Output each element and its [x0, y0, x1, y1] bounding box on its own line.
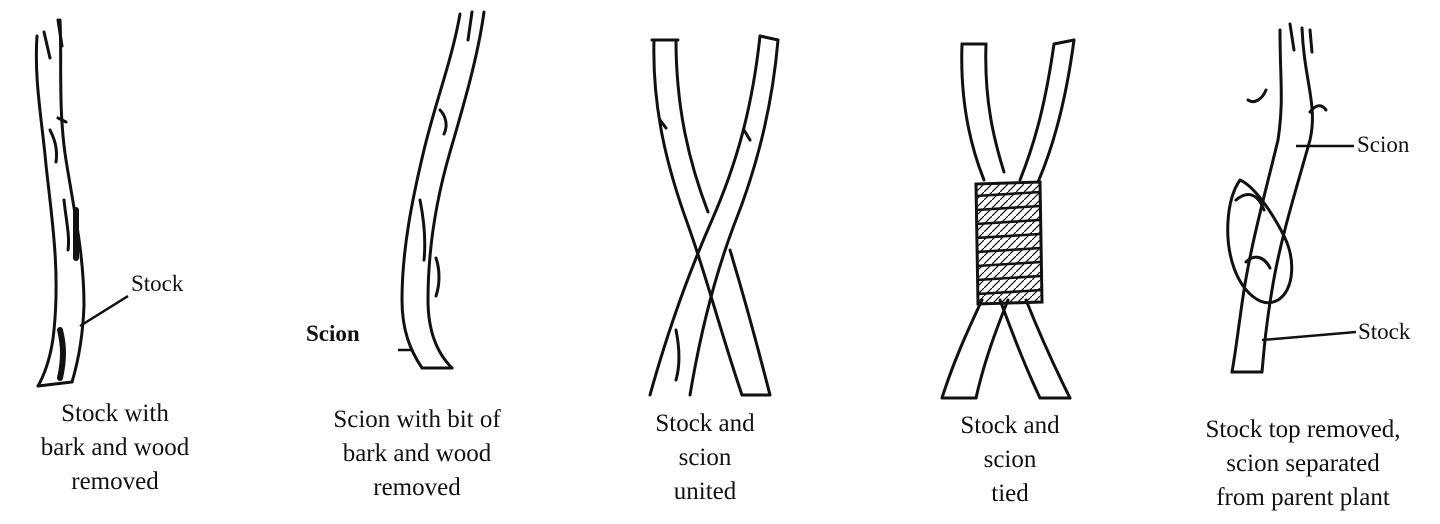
stage-5-caption: Stock top removed, scion separated from … — [1166, 413, 1440, 515]
stage-1-caption-line-3: removed — [5, 465, 225, 499]
binding-wrap — [976, 182, 1042, 304]
stage-5-caption-line-3: from parent plant — [1166, 481, 1440, 515]
united-stems — [650, 36, 778, 395]
stock-stem — [36, 20, 84, 386]
stage-1-caption: Stock with bark and wood removed — [5, 397, 225, 499]
stage-4-caption: Stock and scion tied — [925, 409, 1095, 511]
stage-3-caption-line-1: Stock and — [620, 407, 790, 441]
stage-1-caption-line-2: bark and wood — [5, 431, 225, 465]
stage-2-caption-line-2: bark and wood — [287, 437, 547, 471]
stock-label: Stock — [131, 270, 183, 298]
stage-2-caption: Scion with bit of bark and wood removed — [287, 403, 547, 505]
stage-3-caption-line-2: scion — [620, 441, 790, 475]
scion-stem — [402, 12, 484, 368]
stage-4-caption-line-2: scion — [925, 443, 1095, 477]
stage-2-caption-line-3: removed — [287, 471, 547, 505]
scion-label: Scion — [306, 320, 360, 348]
stage-5-caption-line-2: scion separated — [1166, 447, 1440, 481]
stage-5-caption-line-1: Stock top removed, — [1166, 413, 1440, 447]
stage-4-caption-line-3: tied — [925, 477, 1095, 511]
stage-3-caption-line-3: united — [620, 475, 790, 509]
stage-2-caption-line-1: Scion with bit of — [287, 403, 547, 437]
separated-stems — [1228, 24, 1326, 372]
stage-4-caption-line-1: Stock and — [925, 409, 1095, 443]
scion-label-right: Scion — [1357, 131, 1409, 159]
stock-label-right: Stock — [1358, 318, 1410, 346]
stage-3-caption: Stock and scion united — [620, 407, 790, 509]
stage-1-caption-line-1: Stock with — [5, 397, 225, 431]
stock-pointer-line-right — [1262, 332, 1356, 340]
stock-pointer-line — [80, 296, 128, 326]
